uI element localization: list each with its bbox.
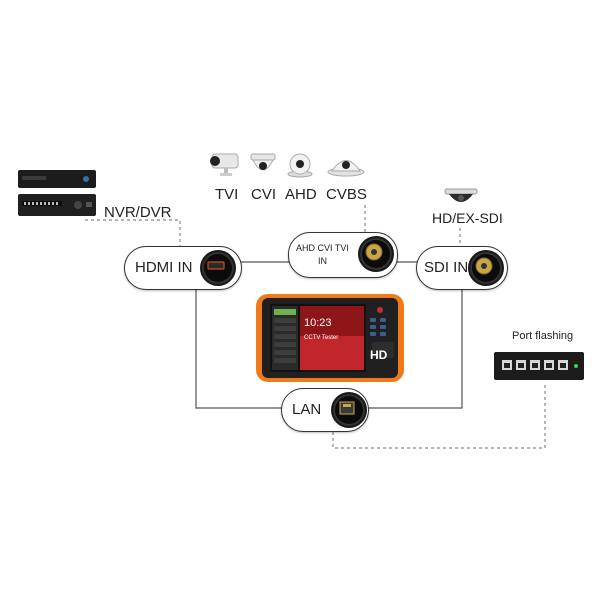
camera-label-tvi: TVI bbox=[215, 186, 239, 203]
turret-camera-icon bbox=[326, 152, 366, 178]
tester-time: 10:23 bbox=[304, 317, 332, 329]
lan-label: LAN bbox=[292, 401, 322, 418]
bullet-camera-icon bbox=[206, 150, 242, 178]
tester-hd-badge: HD bbox=[370, 348, 388, 362]
nvr-link bbox=[85, 219, 181, 250]
lan-switch-link bbox=[332, 385, 546, 449]
analog-in-label-line2: IN bbox=[318, 256, 327, 266]
dome-camera-icon bbox=[248, 152, 278, 178]
sdi-bnc-port-icon bbox=[468, 250, 504, 286]
hdmi-port-icon bbox=[200, 250, 236, 286]
cctv-tester-device bbox=[256, 290, 404, 386]
eyeball-camera-icon bbox=[286, 152, 314, 178]
bnc-port-icon bbox=[358, 236, 394, 272]
analog-in-label-line1: AHD CVI TVI bbox=[296, 243, 349, 253]
tester-name: CCTV Tester bbox=[304, 335, 339, 341]
sdi-camera-label: HD/EX-SDI bbox=[432, 210, 503, 226]
hdmi-in-label: HDMI IN bbox=[135, 259, 193, 276]
network-switch-device bbox=[492, 348, 586, 384]
camera-label-cvbs: CVBS bbox=[326, 186, 367, 203]
nvr-dvr-label: NVR/DVR bbox=[104, 204, 172, 221]
port-flashing-label: Port flashing bbox=[512, 330, 574, 342]
sdi-in-label: SDI IN bbox=[424, 259, 469, 276]
hdmi-lan-loop bbox=[195, 287, 283, 409]
nvr-dvr-device bbox=[16, 168, 98, 220]
camera-label-cvi: CVI bbox=[251, 186, 277, 203]
sdi-dome-camera-icon bbox=[443, 188, 479, 208]
sdi-lan-loop bbox=[365, 287, 463, 409]
camera-label-ahd: AHD bbox=[285, 186, 317, 203]
rj45-port-icon bbox=[331, 392, 367, 428]
